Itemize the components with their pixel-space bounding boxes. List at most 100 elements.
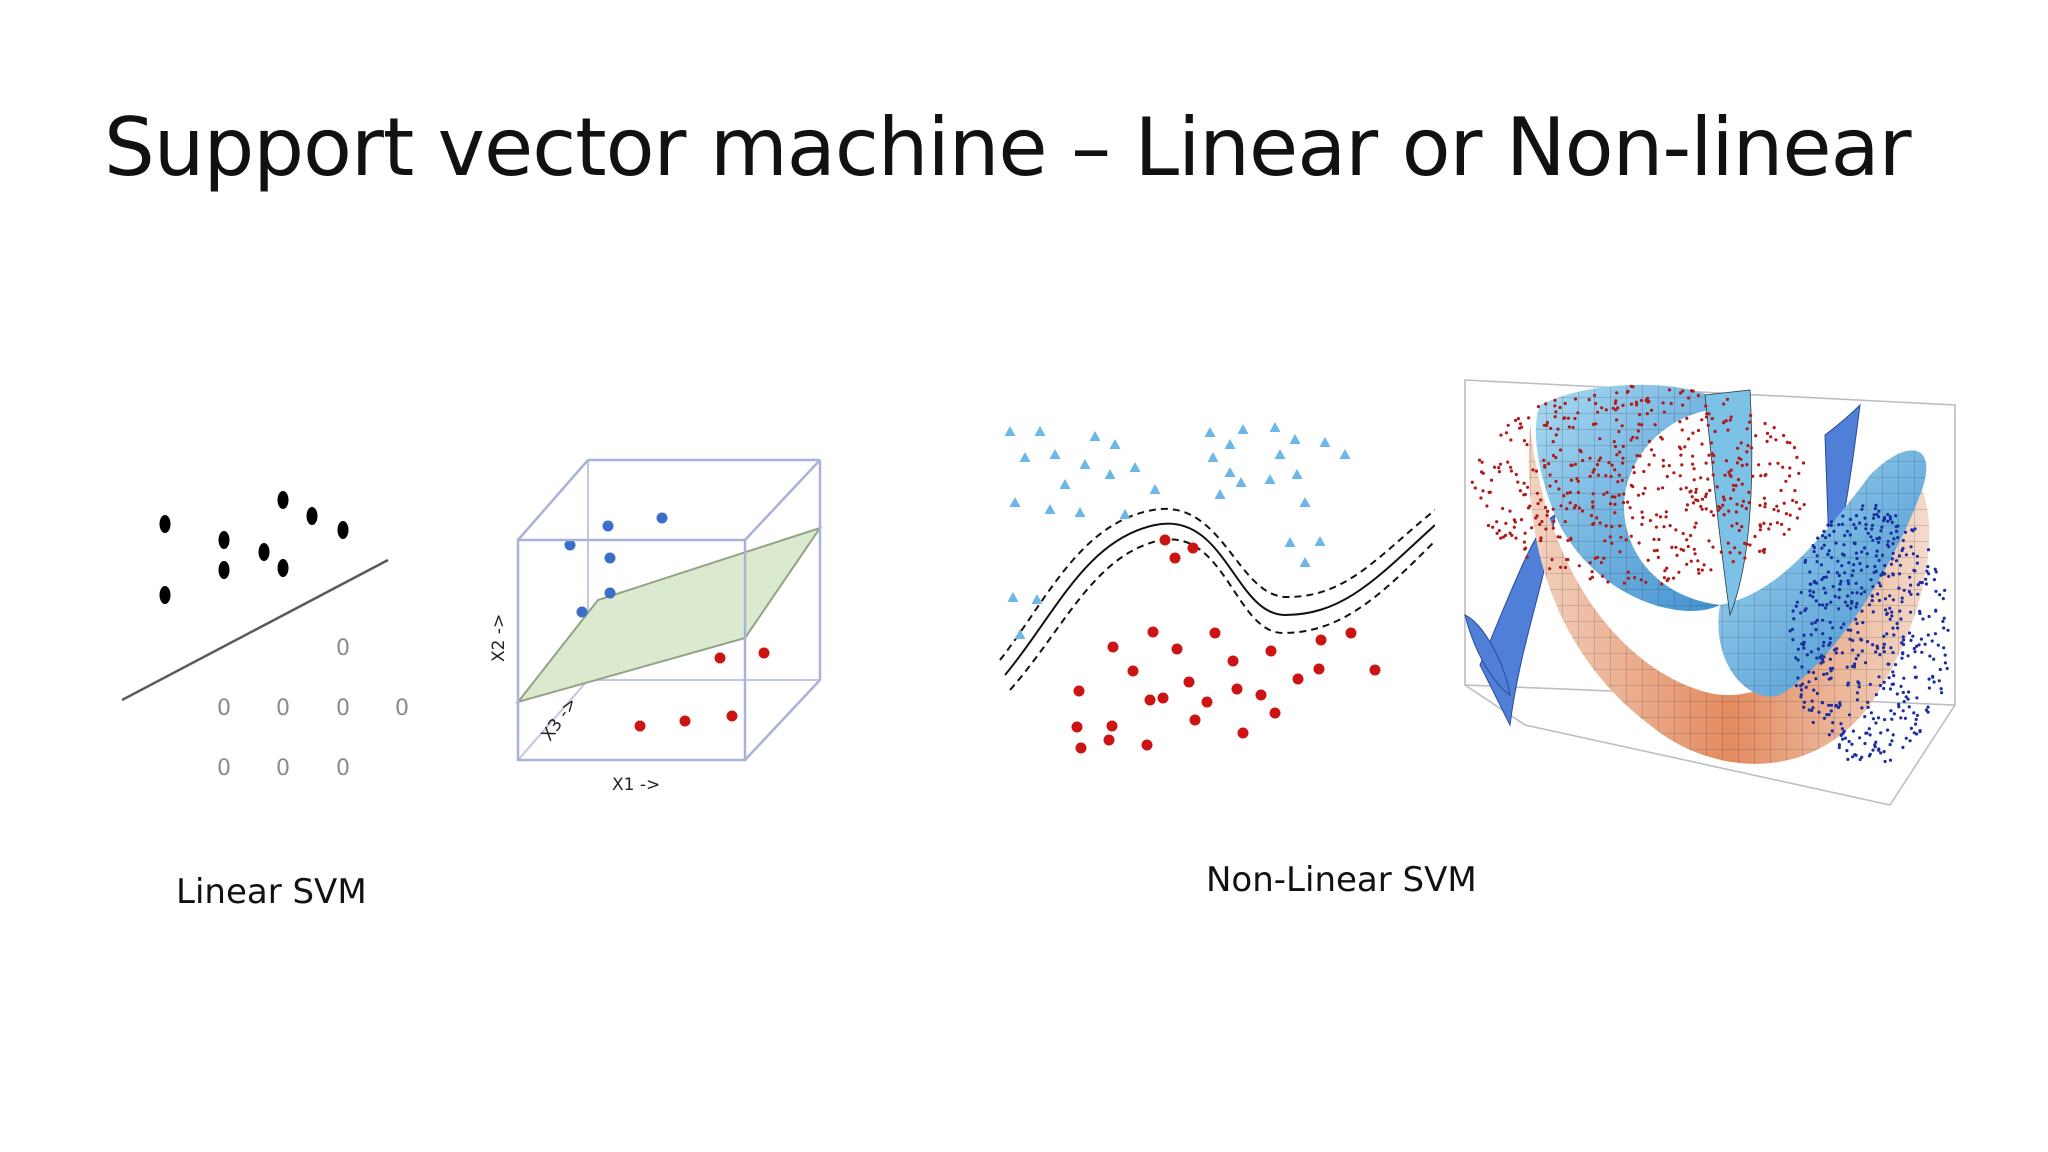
scatter-point [1812,688,1816,692]
scatter-point [1814,599,1818,603]
scatter-point [1918,609,1922,613]
scatter-point [1877,558,1881,563]
scatter-point [1610,463,1614,467]
scatter-point [1811,671,1816,675]
triangle-point [1044,504,1056,514]
scatter-point [1795,600,1799,604]
scatter-point [1660,582,1664,586]
scatter-point [1531,468,1535,472]
nonlinear-3d-surface-diagram [1464,379,1956,806]
scatter-point [1576,411,1580,415]
scatter-point [1854,617,1858,621]
scatter-point [1665,566,1669,570]
scatter-point [1764,473,1768,477]
scatter-point [1865,552,1869,556]
scatter-point [1622,581,1626,585]
scatter-point [1808,593,1812,597]
scatter-point [1909,583,1913,587]
scatter-point [1686,544,1690,549]
scatter-point [1588,474,1592,478]
scatter-point [1884,608,1888,612]
scatter-point [1848,517,1852,521]
scatter-point [1563,520,1567,524]
scatter-point [1509,465,1513,469]
scatter-point [1591,492,1595,496]
boundary-line [1004,522,1435,676]
box-front-edges [516,458,822,762]
scatter-point [1542,423,1546,427]
scatter-point [1506,423,1510,427]
scatter-point [1822,543,1826,547]
class-a-point [159,515,171,533]
scatter-point [1824,591,1828,595]
scatter-point [1562,494,1566,498]
scatter-point [1930,639,1934,643]
scatter-point [1716,508,1720,512]
scatter-point [1876,515,1881,519]
scatter-point [1941,597,1945,601]
scatter-point [1552,519,1556,523]
scatter-point [1707,539,1711,543]
scatter-point [1641,492,1645,496]
scatter-point [1794,500,1798,504]
scatter-point [1795,455,1799,459]
scatter-point [1909,726,1913,730]
caption-nonlinear-svm: Non-Linear SVM [1206,860,1477,900]
scatter-point [1863,715,1867,719]
scatter-point [1712,513,1716,517]
scatter-point [1936,643,1940,647]
scatter-point [1780,522,1784,526]
scatter-point [1815,691,1819,696]
scatter-point [1856,680,1860,684]
scatter-point [1678,391,1683,395]
red-point [1315,634,1327,646]
scatter-point [1679,453,1683,457]
scatter-point [1860,550,1864,554]
scatter-point [1765,431,1770,435]
scatter-point [1638,454,1642,458]
scatter-point [1840,564,1844,568]
scatter-point [1635,403,1639,407]
scatter-point [1890,614,1894,618]
scatter-point [1885,632,1889,636]
scatter-point [1923,642,1927,646]
scatter-point [1919,637,1923,641]
scatter-point [1817,710,1821,714]
scatter-point [1916,592,1920,596]
scatter-point [1787,527,1791,531]
scatter-point [1763,502,1767,506]
scatter-point [1891,572,1895,576]
scatter-point [1791,638,1795,642]
scatter-point [1620,424,1624,428]
scatter-point [1826,570,1830,574]
scatter-point [1569,463,1573,467]
red-point [1345,627,1357,639]
separating-plane [515,526,823,704]
scatter-point [1924,577,1928,581]
scatter-point [1846,594,1850,598]
scatter-point [1576,479,1580,483]
scatter-point [1615,453,1619,457]
scatter-point [1849,606,1853,611]
scatter-point [1871,748,1875,752]
scatter-point [1536,405,1540,409]
scatter-point [1608,535,1612,539]
scatter-point [1900,656,1904,660]
scatter-point [1883,572,1887,576]
scatter-point [1824,606,1828,610]
scatter-point [1563,401,1567,406]
scatter-point [1626,389,1630,393]
scatter-point [1763,421,1767,426]
scatter-point [1758,523,1762,527]
scatter-point [1822,672,1826,676]
class-a-point [159,586,171,604]
scatter-point [1631,516,1635,520]
scatter-point [1824,575,1828,579]
scatter-point [1610,525,1614,529]
scatter-point [1821,644,1825,648]
scatter-point [1895,692,1899,696]
scatter-point [1754,434,1758,438]
scatter-point [1677,570,1681,574]
scatter-point [1860,507,1864,511]
scatter-point [1557,487,1561,491]
